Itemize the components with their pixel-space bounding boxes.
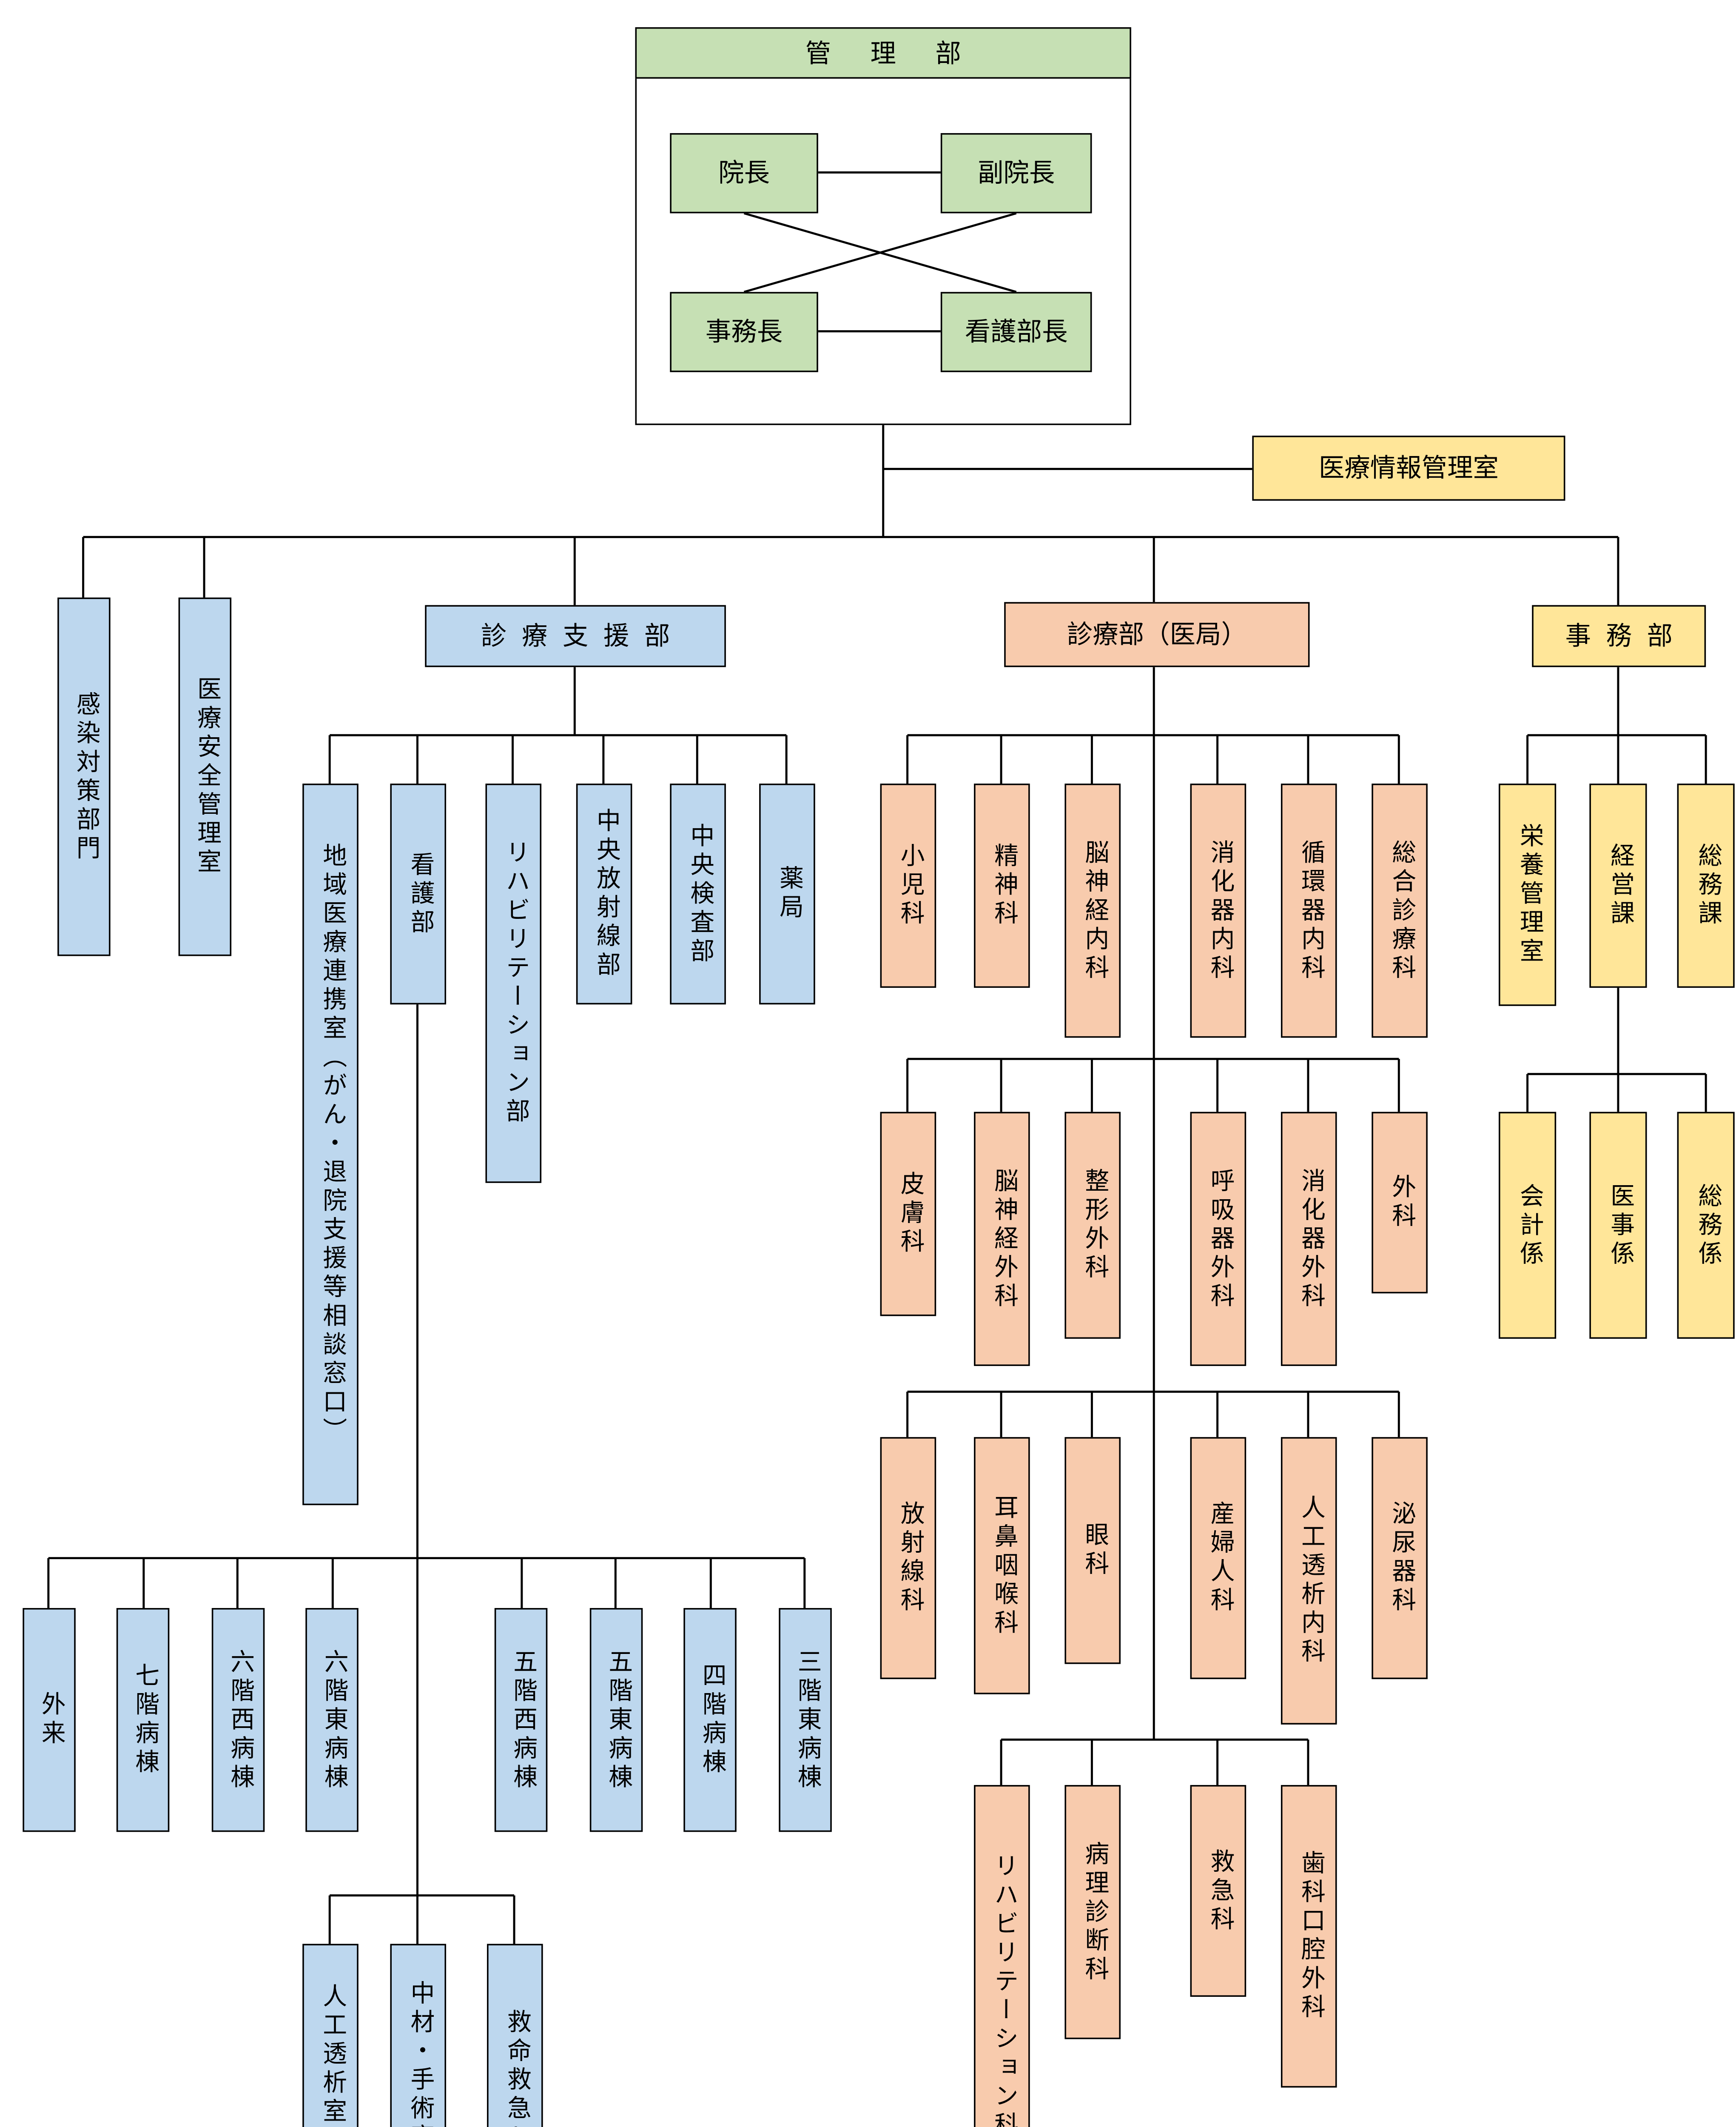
node-medical-affairs-unit: 医事係 bbox=[1589, 1112, 1647, 1339]
node-ward-7f: 七階病棟 bbox=[116, 1608, 170, 1832]
node-management-section: 経営課 bbox=[1589, 784, 1647, 988]
nursing-links bbox=[47, 1004, 806, 1944]
node-psychiatry: 精神科 bbox=[974, 784, 1030, 988]
node-urology: 泌尿器科 bbox=[1372, 1437, 1428, 1679]
node-ward-5f-west: 五階西病棟 bbox=[494, 1608, 548, 1832]
node-nursing-dept: 看護部 bbox=[390, 784, 447, 1005]
node-nursing-director: 看護部長 bbox=[940, 292, 1092, 372]
node-central-lab: 中央検査部 bbox=[670, 784, 726, 1005]
node-pharmacy: 薬局 bbox=[759, 784, 815, 1005]
node-general-affairs-section: 総務課 bbox=[1677, 784, 1735, 988]
node-regional-cooperation: 地域医療連携室（がん・退院支援等相談窓口） bbox=[302, 784, 359, 1505]
node-rehabilitation-dept: リハビリテーション部 bbox=[485, 784, 542, 1183]
node-ward-5f-east: 五階東病棟 bbox=[589, 1608, 643, 1832]
node-cardiology: 循環器内科 bbox=[1281, 784, 1337, 1038]
node-obgyn: 産婦人科 bbox=[1190, 1437, 1247, 1679]
node-central-radiology: 中央放射線部 bbox=[576, 784, 632, 1005]
node-admin-director: 事務長 bbox=[670, 292, 818, 372]
admin-links bbox=[1526, 667, 1707, 1112]
node-ophthalmology: 眼科 bbox=[1064, 1437, 1121, 1664]
node-ward-6f-west: 六階西病棟 bbox=[211, 1608, 265, 1832]
node-emergency-center: 救命救急センター bbox=[487, 1944, 543, 2127]
management-links bbox=[743, 171, 1017, 333]
node-deputy-director: 副院長 bbox=[940, 133, 1092, 214]
node-director: 院長 bbox=[670, 133, 818, 214]
medical-dept-header: 診療部（医局） bbox=[1004, 602, 1310, 667]
node-neurosurgery: 脳神経外科 bbox=[974, 1112, 1030, 1366]
node-dental-oral-surgery: 歯科口腔外科 bbox=[1281, 1785, 1337, 2088]
main-links bbox=[82, 425, 1619, 605]
node-otolaryngology: 耳鼻咽喉科 bbox=[974, 1437, 1030, 1694]
node-general-affairs-unit: 総務係 bbox=[1677, 1112, 1735, 1339]
node-dialysis-medicine: 人工透析内科 bbox=[1281, 1437, 1337, 1725]
node-respiratory-surgery: 呼吸器外科 bbox=[1190, 1112, 1247, 1366]
node-cssd-operating-room: 中材・手術室 bbox=[390, 1944, 447, 2127]
admin-dept-header: 事務部 bbox=[1532, 605, 1706, 667]
support-dept-header: 診療支援部 bbox=[425, 605, 726, 667]
node-general-medicine: 総合診療科 bbox=[1372, 784, 1428, 1038]
node-medical-safety-office: 医療安全管理室 bbox=[178, 597, 232, 956]
node-orthopedics: 整形外科 bbox=[1064, 1112, 1121, 1339]
node-emergency-medicine: 救急科 bbox=[1190, 1785, 1247, 1997]
node-pediatrics: 小児科 bbox=[880, 784, 936, 988]
node-dialysis-room: 人工透析室 bbox=[302, 1944, 359, 2127]
node-dermatology: 皮膚科 bbox=[880, 1112, 936, 1316]
node-gi-surgery: 消化器外科 bbox=[1281, 1112, 1337, 1366]
node-radiology: 放射線科 bbox=[880, 1437, 936, 1679]
node-ward-outpatient: 外来 bbox=[23, 1608, 76, 1832]
node-rehabilitation-med: リハビリテーション科 bbox=[974, 1785, 1030, 2127]
management-header: 管理部 bbox=[635, 27, 1131, 79]
node-ward-4f: 四階病棟 bbox=[683, 1608, 737, 1832]
node-ward-3f-east: 三階東病棟 bbox=[779, 1608, 832, 1832]
node-gastroenterology: 消化器内科 bbox=[1190, 784, 1247, 1038]
medical-links bbox=[906, 667, 1400, 1785]
node-neurology: 脳神経内科 bbox=[1064, 784, 1121, 1038]
node-ward-6f-east: 六階東病棟 bbox=[305, 1608, 359, 1832]
node-medical-info-office: 医療情報管理室 bbox=[1252, 436, 1565, 501]
node-nutrition-office: 栄養管理室 bbox=[1498, 784, 1557, 1006]
node-pathology: 病理診断科 bbox=[1064, 1785, 1121, 2039]
node-surgery: 外科 bbox=[1372, 1112, 1428, 1294]
node-infection-control: 感染対策部門 bbox=[57, 597, 111, 956]
node-accounting-unit: 会計係 bbox=[1498, 1112, 1557, 1339]
support-links bbox=[328, 667, 788, 784]
